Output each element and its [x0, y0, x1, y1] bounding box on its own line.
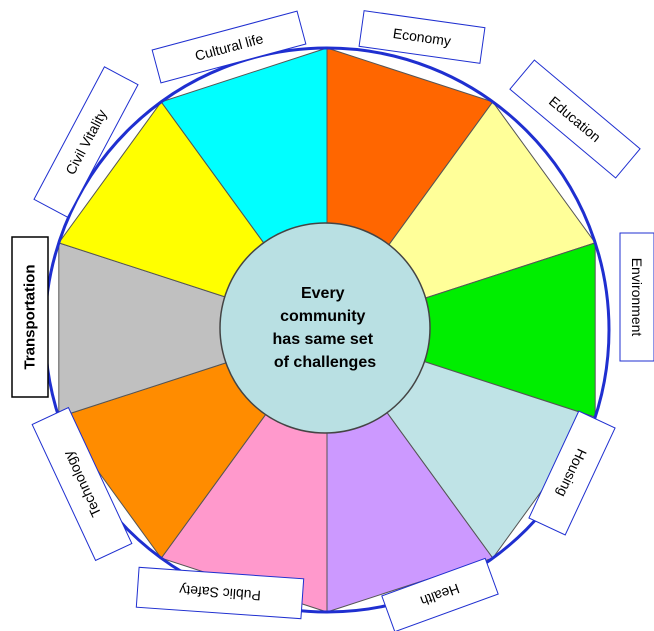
label-box-transportation: Transportation [11, 236, 49, 398]
label-box-cultural-life: Cultural life [151, 10, 307, 84]
label-box-economy: Economy [358, 10, 486, 64]
label-frame-education [509, 59, 641, 179]
label-frame-public-safety [135, 566, 305, 620]
center-line-1: Every [301, 285, 345, 302]
center-line-4: of challenges [274, 354, 376, 371]
label-environment: Environment [629, 258, 645, 337]
center-line-3: has same set [273, 331, 374, 348]
label-box-health: Health [381, 557, 499, 631]
label-frame-technology [31, 406, 133, 562]
label-frame-economy [358, 10, 486, 64]
center-hub [219, 222, 431, 434]
center-line-2: community [280, 308, 365, 325]
label-frame-housing [528, 410, 616, 536]
wheel-segments [57, 47, 597, 613]
label-frame-health [381, 557, 499, 631]
label-frame-cultural-life [151, 10, 307, 84]
label-frame-civil-vitality [33, 66, 139, 218]
center-text: Every community has same set of challeng… [273, 285, 378, 371]
label-public-safety: Public Safety [179, 582, 262, 604]
label-frame-environment [619, 232, 654, 362]
label-box-environment: Environment [619, 232, 654, 362]
label-frame-transportation [11, 236, 49, 398]
label-transportation: Transportation [22, 264, 39, 369]
label-box-housing: Housing [528, 410, 616, 536]
label-box-public-safety: Public Safety [135, 566, 305, 620]
label-box-technology: Technology [31, 406, 133, 562]
